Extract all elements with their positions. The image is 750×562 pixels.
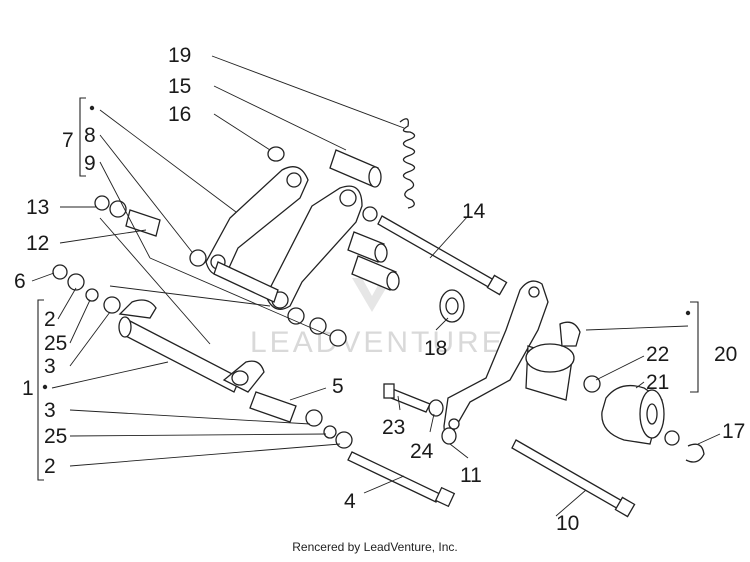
callout-17: 17 [722, 420, 745, 443]
callout-18: 18 [424, 337, 447, 360]
callout-16: 16 [168, 103, 191, 126]
callout-2-lower: 2 [44, 455, 56, 478]
callout-10: 10 [556, 512, 579, 535]
callout-23: 23 [382, 416, 405, 439]
bushings-middle [287, 307, 347, 347]
bolt-4-part [347, 451, 456, 508]
bolt-23-part [383, 383, 444, 417]
bushings-left [52, 195, 207, 314]
washer-11-part [441, 427, 457, 445]
bearing-part [439, 289, 465, 323]
nut-part [267, 146, 285, 162]
group-dot [89, 105, 95, 111]
spring-part [399, 118, 416, 209]
callout-13: 13 [26, 196, 49, 219]
callout-3-upper: 3 [44, 355, 56, 378]
group-dot [685, 310, 691, 316]
link-plate-front [265, 185, 363, 310]
callout-25-lower: 25 [44, 425, 67, 448]
callout-4: 4 [344, 490, 356, 513]
callout-19: 19 [168, 44, 191, 67]
sleeve-part [329, 149, 382, 188]
callout-9: 9 [84, 152, 96, 175]
spacer-part [249, 391, 297, 423]
leader-lines [31, 55, 721, 517]
callout-2-upper: 2 [44, 308, 56, 331]
group-brackets [37, 97, 699, 481]
housing-part [525, 321, 581, 401]
callout-6: 6 [14, 270, 26, 293]
callout-21: 21 [646, 371, 669, 394]
callout-14: 14 [462, 200, 486, 223]
callout-22: 22 [646, 343, 669, 366]
swing-arm-tube [118, 299, 265, 393]
link-pin [213, 261, 279, 303]
callout-12: 12 [26, 232, 49, 255]
upper-pins [347, 206, 400, 291]
watermark-text: LEADVENTURE [250, 326, 505, 359]
group-dot [42, 384, 48, 390]
callout-1: 1 [22, 377, 34, 400]
callout-5: 5 [332, 375, 344, 398]
callout-25-upper: 25 [44, 332, 67, 355]
credit-text: Rencered by LeadVenture, Inc. [292, 540, 458, 554]
engine-bracket [443, 280, 549, 434]
bolt-10-part [511, 439, 636, 518]
rubber-mount-part [583, 375, 705, 463]
callout-15: 15 [168, 75, 191, 98]
callout-24: 24 [410, 440, 434, 463]
callout-labels: 19 15 16 7 8 9 13 12 6 2 25 3 1 3 25 2 5… [14, 44, 745, 535]
washers-lower [305, 409, 353, 449]
callout-7: 7 [62, 129, 74, 152]
callout-8: 8 [84, 124, 96, 147]
callout-20: 20 [714, 343, 737, 366]
callout-11: 11 [460, 464, 482, 487]
callout-3-lower: 3 [44, 399, 56, 422]
